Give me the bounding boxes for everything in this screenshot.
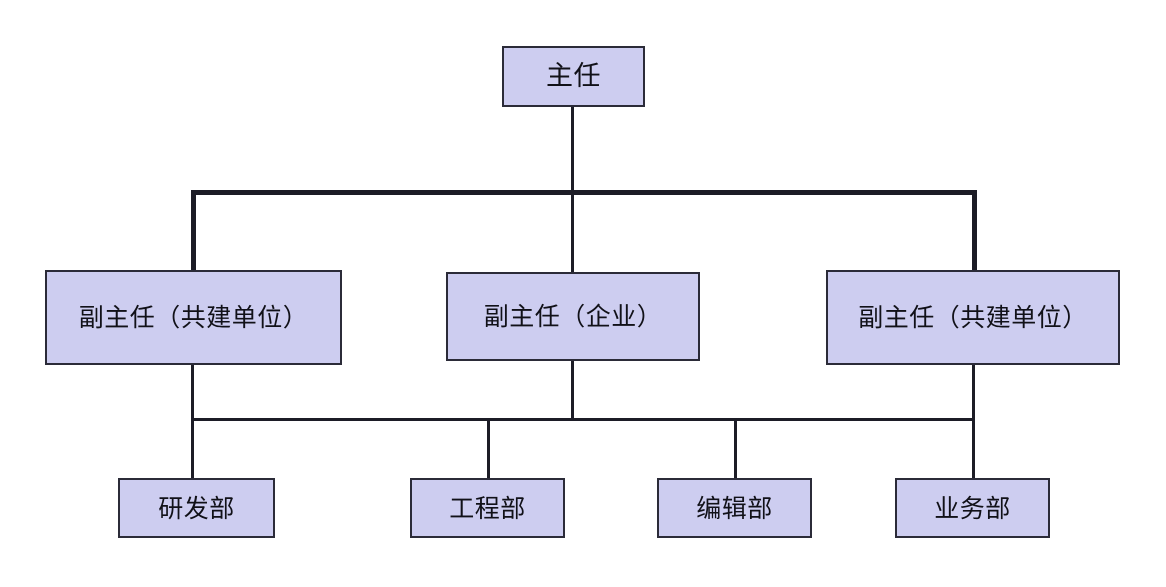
node-department-engineering-label: 工程部 [449,493,526,523]
node-director-label: 主任 [546,61,601,92]
node-department-editorial-label: 编辑部 [696,493,773,523]
connector-level2-bus [191,418,975,421]
node-department-editorial[interactable]: 编辑部 [657,478,812,538]
node-department-rd[interactable]: 研发部 [118,478,275,538]
node-deputy-director-middle[interactable]: 副主任（企业） [446,272,700,361]
connector-deputy-right-stem [972,363,975,421]
node-director[interactable]: 主任 [502,46,645,107]
node-department-rd-label: 研发部 [158,493,235,523]
connector-deputy-left-stem [191,363,194,421]
connector-deputy-middle-stem [571,361,574,421]
node-deputy-director-right-label: 副主任（共建单位） [858,303,1088,332]
node-deputy-director-right[interactable]: 副主任（共建单位） [826,270,1120,365]
node-department-engineering[interactable]: 工程部 [410,478,565,538]
connector-level1-bus [191,190,977,195]
node-department-business[interactable]: 业务部 [895,478,1050,538]
node-deputy-director-middle-label: 副主任（企业） [483,302,663,331]
node-department-business-label: 业务部 [934,493,1011,523]
connector-to-dept-engineering [487,418,490,478]
connector-root-to-deputy-right [972,190,977,272]
node-deputy-director-left[interactable]: 副主任（共建单位） [45,270,342,365]
connector-to-dept-business [972,418,975,478]
connector-to-dept-rd [191,418,194,478]
node-deputy-director-left-label: 副主任（共建单位） [78,303,309,332]
connector-root-stem [571,107,574,294]
connector-root-to-deputy-left [191,190,196,272]
connector-to-dept-editorial [734,418,737,478]
